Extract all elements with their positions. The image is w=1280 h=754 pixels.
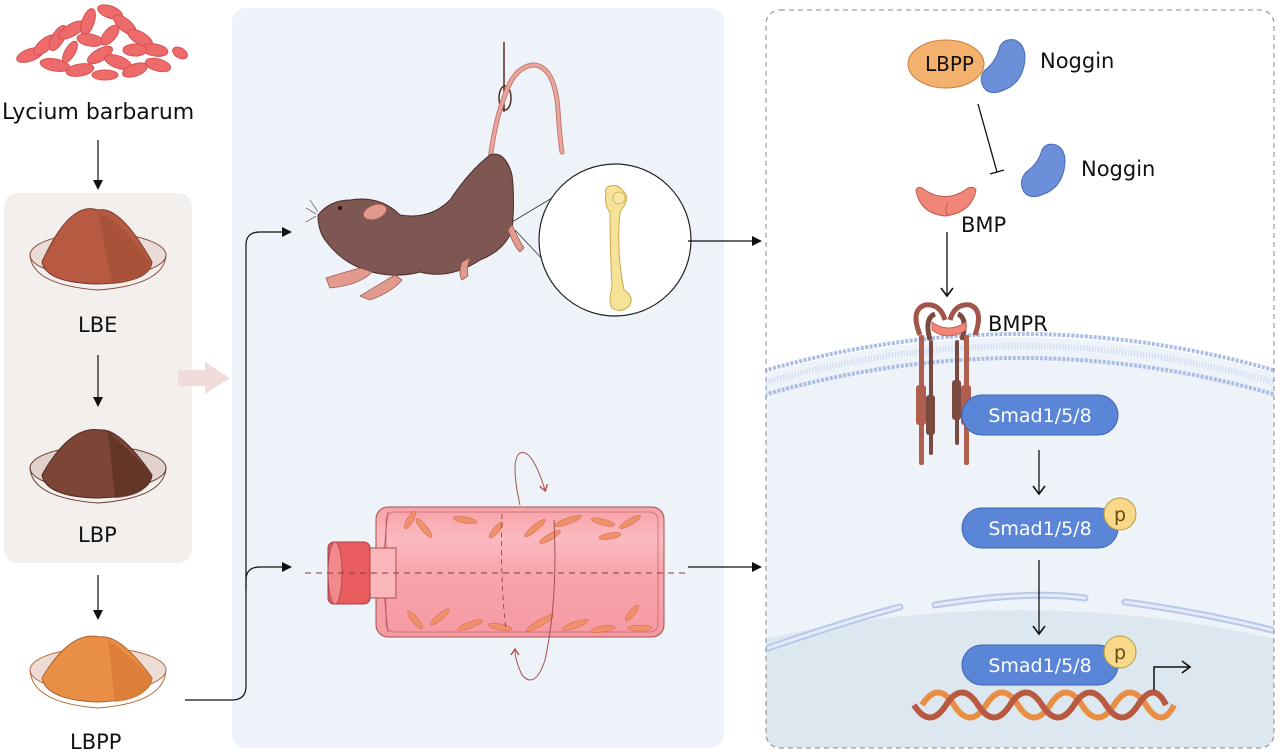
goji-berries-illustration xyxy=(16,4,188,81)
dna-helix-icon xyxy=(911,689,1177,721)
noggin-free-icon xyxy=(1020,143,1066,198)
smad-label-3: Smad1/5/8 xyxy=(988,655,1091,677)
flow-arrow-faint xyxy=(178,362,230,394)
femur-bone-icon xyxy=(605,185,632,311)
phospho-label-1: p xyxy=(1114,504,1126,526)
rat-tail-suspension-illustration xyxy=(305,42,565,301)
complex-lbpp-label: LBPP xyxy=(925,52,974,76)
phospho-badge-1 xyxy=(1103,497,1137,531)
phospho-badge-2 xyxy=(1103,635,1137,669)
rotating-culture-flask xyxy=(305,451,686,681)
pathway-panel xyxy=(765,9,1275,749)
bmpr-receptor-icon xyxy=(913,302,982,465)
noggin-bound-label: Noggin xyxy=(1040,49,1115,73)
lbe-label: LBE xyxy=(78,313,118,337)
smad-pill-1 xyxy=(961,394,1119,436)
lbpp-label: LBPP xyxy=(70,730,122,754)
plant-label: Lycium barbarum xyxy=(2,100,195,125)
connector-to-rat xyxy=(185,227,292,701)
lbp-label: LBP xyxy=(78,523,117,547)
inhibition-line xyxy=(977,103,998,173)
phospho-label-2: p xyxy=(1114,642,1126,664)
lbpp-dish xyxy=(29,635,167,709)
lbpp-oval xyxy=(907,39,985,89)
smad-label-2: Smad1/5/8 xyxy=(988,518,1091,540)
noggin-free-label: Noggin xyxy=(1081,157,1156,181)
smad-label-1: Smad1/5/8 xyxy=(988,405,1091,427)
bmpr-label: BMPR xyxy=(988,312,1048,336)
bmp-icon xyxy=(915,186,977,217)
noggin-bound-icon xyxy=(980,39,1026,94)
transcription-start-arrow xyxy=(1153,660,1192,690)
cell-membrane xyxy=(766,332,1274,398)
bmp-label: BMP xyxy=(961,213,1007,237)
lbe-dish xyxy=(29,208,167,291)
connector-to-flask xyxy=(245,562,292,590)
lbp-dish xyxy=(29,429,167,504)
